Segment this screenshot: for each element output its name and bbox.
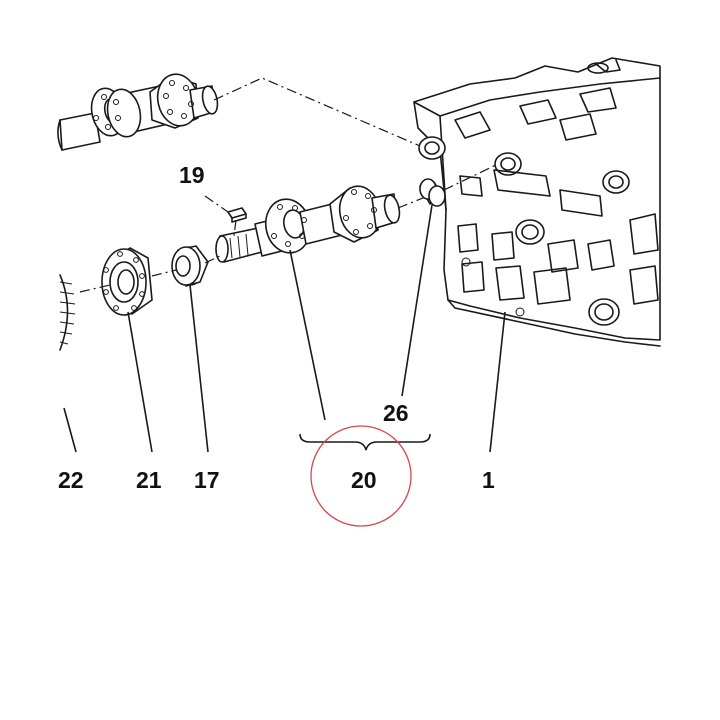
highlight-circle <box>310 425 412 527</box>
key-19 <box>227 207 247 223</box>
group-brace <box>299 433 431 451</box>
callout-1: 1 <box>482 467 495 493</box>
camshaft <box>215 185 401 263</box>
leader-22 <box>63 407 77 453</box>
leader-21 <box>127 311 153 453</box>
toothed-pulley-22 <box>59 274 76 351</box>
plug-26 <box>419 178 446 207</box>
cylinder-head <box>413 57 661 347</box>
callout-17: 17 <box>194 467 220 493</box>
callout-26: 26 <box>383 400 409 426</box>
leader-1 <box>489 311 506 453</box>
upper-axis-line <box>213 77 421 147</box>
callout-19: 19 <box>179 162 205 188</box>
leader-17 <box>189 284 209 453</box>
camshaft-axis-line <box>397 195 429 209</box>
seal-17 <box>171 245 209 287</box>
callout-22: 22 <box>58 467 84 493</box>
leader-20 <box>289 249 326 421</box>
pulley-hub-21 <box>101 247 153 316</box>
callout-20: 20 <box>351 467 377 493</box>
callout-21: 21 <box>136 467 162 493</box>
upper-camshaft <box>57 73 219 151</box>
leader-26 <box>401 204 433 397</box>
